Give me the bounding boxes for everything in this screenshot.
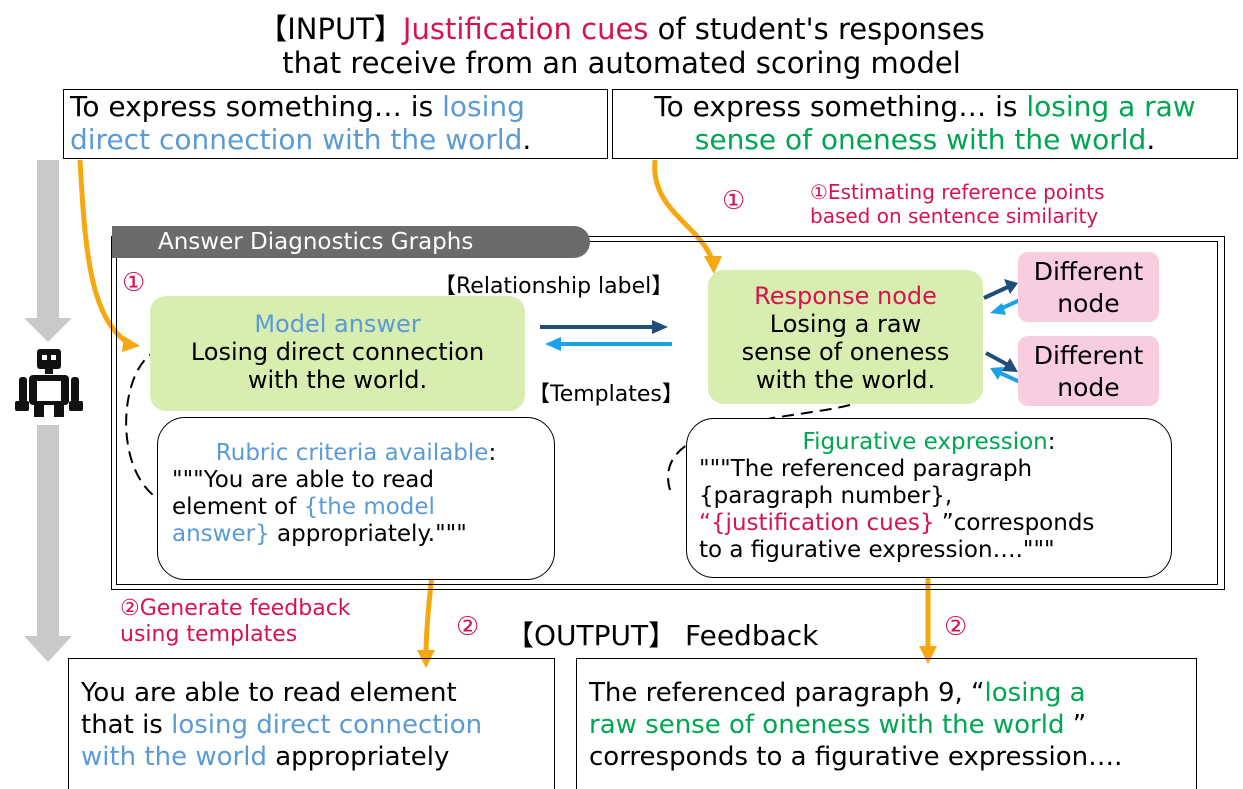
robot-icon xyxy=(7,343,91,423)
output-left-box: You are able to read element that is los… xyxy=(68,658,555,789)
title-line2: that receive from an automated scoring m… xyxy=(282,46,961,80)
input-right-box: To express something… is losing a raw se… xyxy=(612,89,1238,159)
output-right-line1-highlight: losing a xyxy=(984,678,1086,708)
rubric-line3-plain: appropriately.""" xyxy=(269,521,467,547)
different-node-2-line2: node xyxy=(1057,373,1120,402)
output-left-line2-plain: that is xyxy=(81,710,172,740)
figurative-line3-plain: ”corresponds xyxy=(934,510,1095,536)
input-right-highlight: losing a raw sense of oneness with the w… xyxy=(694,90,1196,156)
model-answer-heading: Model answer xyxy=(254,310,421,338)
rubric-heading: Rubric criteria available xyxy=(215,440,489,466)
response-node: Response node Losing a raw sense of onen… xyxy=(708,270,983,404)
output-right-box: The referenced paragraph 9, “losing a ra… xyxy=(576,658,1197,789)
figurative-line4: to a figurative expression….""" xyxy=(699,537,1055,563)
input-left-highlight: losing direct connection with the world xyxy=(70,90,525,156)
input-right-end: . xyxy=(1146,123,1156,156)
figurative-expression-box: Figurative expression: """The referenced… xyxy=(686,418,1172,578)
model-answer-node: Model answer Losing direct connection wi… xyxy=(150,296,525,411)
output-title: 【OUTPUT】 Feedback xyxy=(506,619,819,652)
figurative-heading: Figurative expression xyxy=(802,429,1048,455)
output-left-line3-highlight: with the world xyxy=(81,742,267,772)
output-left-line1: You are able to read element xyxy=(81,678,457,708)
step2-label: ②Generate feedback using templates xyxy=(120,596,351,648)
templates-label: 【Templates】 xyxy=(528,382,684,407)
input-right-plain: To express something… is xyxy=(654,90,1027,123)
different-node-1-line2: node xyxy=(1057,289,1120,318)
figurative-line3-open: “ xyxy=(699,510,711,536)
output-left-line3-plain: appropriately xyxy=(266,742,450,772)
rubric-criteria-box: Rubric criteria available: """You are ab… xyxy=(157,417,555,580)
step2-marker-left: ② xyxy=(456,612,480,642)
step1-label-line2: based on sentence similarity xyxy=(810,204,1099,228)
response-node-line2: sense of oneness xyxy=(741,338,950,366)
output-right-line3: corresponds to a figurative expression…. xyxy=(589,742,1123,772)
response-node-line3: with the world. xyxy=(755,366,936,394)
input-left-box: To express something… is losing direct c… xyxy=(63,89,608,159)
model-answer-line1: Losing direct connection xyxy=(190,338,485,366)
rubric-colon: : xyxy=(488,440,497,466)
different-node-2-line1: Different xyxy=(1033,341,1144,370)
page-title: 【INPUT】Justification cues of student's r… xyxy=(0,12,1243,80)
title-prefix: 【INPUT】 xyxy=(258,12,403,46)
step1-label: ①Estimating reference points based on se… xyxy=(810,180,1105,228)
output-right-line2-highlight: raw sense of oneness with the world xyxy=(589,710,1065,740)
rubric-line2-plain: element of xyxy=(172,494,304,520)
title-highlight: Justification cues xyxy=(402,12,649,46)
step1-label-line1: ①Estimating reference points xyxy=(810,180,1105,204)
figurative-colon: : xyxy=(1047,429,1056,455)
response-node-heading: Response node xyxy=(754,282,937,310)
model-answer-line2: with the world. xyxy=(247,366,428,394)
title-suffix: of student's responses xyxy=(648,12,985,46)
input-left-end: . xyxy=(522,123,532,156)
output-right-line2-plain: ” xyxy=(1064,710,1087,740)
input-left-plain: To express something… is xyxy=(70,90,443,123)
graph-step1-marker: ① xyxy=(122,268,146,298)
graph-frame xyxy=(111,236,1225,590)
step1-marker: ① xyxy=(722,186,746,216)
figurative-line3-highlight: {justification cues} xyxy=(710,510,935,536)
different-node-1: Different node xyxy=(1018,252,1159,322)
step2-label-line2: using templates xyxy=(120,622,298,647)
rubric-line3-highlight: answer} xyxy=(172,521,270,547)
different-node-1-line1: Different xyxy=(1033,257,1144,286)
response-node-line1: Losing a raw xyxy=(769,310,922,338)
graph-title: Answer Diagnostics Graphs xyxy=(112,226,590,258)
step2-label-line1: ②Generate feedback xyxy=(120,596,351,621)
output-left-line2-highlight: losing direct connection xyxy=(171,710,483,740)
rubric-line2-highlight: {the model xyxy=(303,494,435,520)
graph-frame-inner xyxy=(116,241,1218,585)
rubric-line1: """You are able to read xyxy=(172,467,434,493)
figurative-line1: """The referenced paragraph xyxy=(699,456,1033,482)
different-node-2: Different node xyxy=(1018,336,1159,406)
relationship-label: 【Relationship label】 xyxy=(434,274,674,299)
step2-marker-right: ② xyxy=(944,612,968,642)
output-right-line1-plain: The referenced paragraph 9, “ xyxy=(589,678,985,708)
figurative-line2: {paragraph number}, xyxy=(699,483,953,509)
